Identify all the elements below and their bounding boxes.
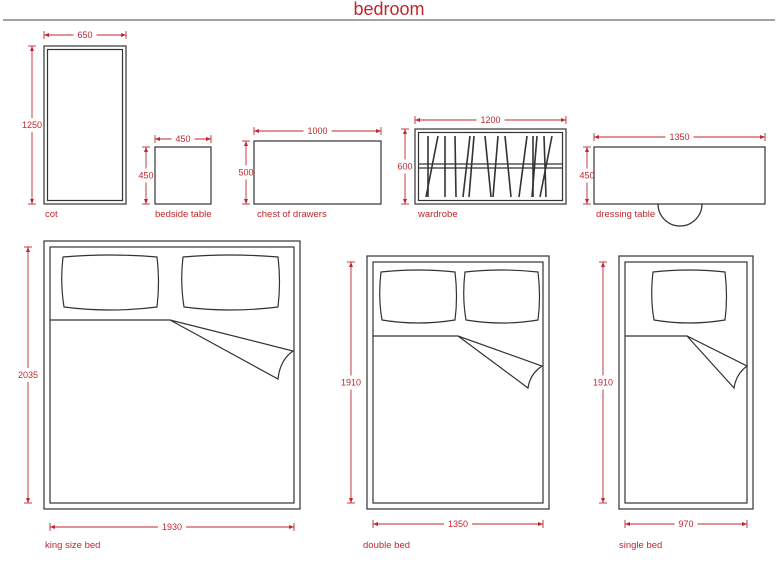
height-value: 1250 xyxy=(22,120,42,130)
dimension-group: 970 1910 xyxy=(593,261,748,529)
height-value: 2035 xyxy=(18,370,38,380)
hanger xyxy=(504,135,512,198)
dimension-group: 450 450 xyxy=(138,134,212,205)
dimension-group: 650 1250 xyxy=(22,30,127,205)
hanger xyxy=(425,135,439,198)
item-label: dressing table xyxy=(596,209,655,220)
dimensions: 650 1250 450 450 1000 500 1200 600 1350 450 1930 20… xyxy=(18,30,766,532)
page-title: bedroom xyxy=(353,0,424,19)
item-label: chest of drawers xyxy=(257,209,327,220)
height-value: 500 xyxy=(238,168,253,178)
width-value: 1000 xyxy=(307,126,327,136)
item-label: wardrobe xyxy=(417,209,458,220)
dimension-group: 1930 2035 xyxy=(18,246,295,532)
hangers xyxy=(425,135,553,198)
sheet xyxy=(50,319,295,380)
pillow xyxy=(181,254,281,311)
sheet xyxy=(625,335,749,390)
pillow xyxy=(463,269,541,324)
hanger xyxy=(531,135,538,198)
sheet xyxy=(373,335,544,390)
item-label: single bed xyxy=(619,540,662,551)
king-size-bed xyxy=(43,240,301,510)
chest-of-drawers xyxy=(253,140,382,205)
pillow xyxy=(651,269,728,324)
height-value: 450 xyxy=(579,171,594,181)
width-value: 1930 xyxy=(162,522,182,532)
item-label: cot xyxy=(45,209,58,220)
height-value: 600 xyxy=(397,162,412,172)
width-value: 650 xyxy=(77,30,92,40)
bedside-table xyxy=(154,146,212,205)
hanger xyxy=(462,135,471,198)
hanger xyxy=(539,135,553,198)
pillow xyxy=(61,254,160,311)
double-bed xyxy=(366,255,550,510)
hanger xyxy=(468,135,475,198)
width-value: 1350 xyxy=(448,519,468,529)
item-labels: cot bedside table chest of drawers wardrobe… xyxy=(45,209,662,551)
dimension-group: 1200 600 xyxy=(397,115,567,205)
pillow xyxy=(379,269,458,324)
cot xyxy=(43,45,127,205)
dimension-group: 1350 450 xyxy=(579,132,766,205)
width-value: 1350 xyxy=(669,132,689,142)
wardrobe xyxy=(414,128,567,205)
hanger xyxy=(492,135,499,198)
height-value: 1910 xyxy=(593,378,613,388)
item-label: king size bed xyxy=(45,540,100,551)
width-value: 1200 xyxy=(480,115,500,125)
single-bed xyxy=(618,255,754,510)
hanger xyxy=(454,135,457,198)
hanger xyxy=(543,135,547,198)
width-value: 970 xyxy=(678,519,693,529)
dimension-group: 1000 500 xyxy=(238,126,382,205)
hanger xyxy=(518,135,528,198)
hanger xyxy=(484,135,492,198)
height-value: 450 xyxy=(138,171,153,181)
dimension-group: 1350 1910 xyxy=(341,261,544,529)
height-value: 1910 xyxy=(341,378,361,388)
item-label: double bed xyxy=(363,540,410,551)
dressing-table xyxy=(593,146,766,227)
width-value: 450 xyxy=(175,134,190,144)
item-label: bedside table xyxy=(155,209,212,220)
